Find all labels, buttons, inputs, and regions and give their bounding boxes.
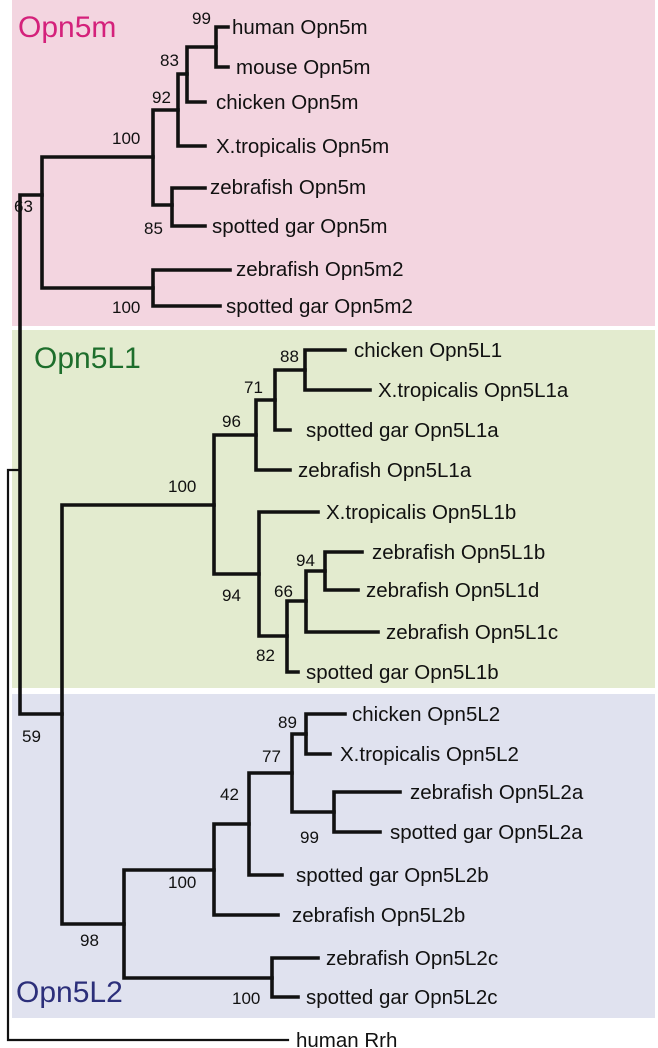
bootstrap-value: 100 [168,873,196,892]
leaf-label: zebrafish Opn5L1a [298,459,472,482]
bootstrap-values: 99 83 92 100 85 100 63 88 71 96 100 94 6… [14,9,319,1008]
bootstrap-value: 89 [278,713,297,732]
leaf-label: spotted gar Opn5L2a [390,821,583,844]
bootstrap-value: 71 [244,378,263,397]
opn5l2-clade-label: Opn5L2 [16,976,123,1009]
bootstrap-value: 100 [232,989,260,1008]
bootstrap-value: 94 [296,551,315,570]
bootstrap-value: 77 [262,747,281,766]
leaf-label: spotted gar Opn5L2c [306,986,497,1009]
branch-fish-opn5m [170,186,207,228]
leaf-label: zebrafish Opn5L2a [410,781,584,804]
leaf-label: zebrafish Opn5L1c [386,621,558,644]
bootstrap-value: 100 [112,298,140,317]
branch-root [6,468,290,1042]
bootstrap-value: 99 [192,9,211,28]
leaf-label: chicken Opn5L2 [352,703,500,726]
opn5m-clade-background [12,0,655,326]
branch-opn5m-all [40,155,155,290]
leaf-label: zebrafish Opn5m2 [236,258,404,281]
bootstrap-value: 85 [144,219,163,238]
leaf-label: X.tropicalis Opn5L1a [378,379,569,402]
leaf-label: spotted gar Opn5L1b [306,661,499,684]
leaf-label: spotted gar Opn5m2 [226,295,413,318]
opn5l1-clade-label: Opn5L1 [34,342,141,375]
leaf-label: chicken Opn5L1 [354,339,502,362]
leaf-label: zebrafish Opn5L1b [372,541,545,564]
leaf-label: X.tropicalis Opn5m [216,135,389,158]
leaf-label: zebrafish Opn5m [210,176,366,199]
opn5m-clade-label: Opn5m [18,11,116,44]
bootstrap-value: 66 [274,582,293,601]
opn5l2-clade-background [12,694,655,1018]
bootstrap-value: 100 [168,477,196,496]
leaf-label: human Rrh [296,1029,397,1048]
bootstrap-value: 98 [80,931,99,950]
leaf-label: spotted gar Opn5L1a [306,419,499,442]
leaf-labels: human Opn5m mouse Opn5m chicken Opn5m X.… [210,16,584,1048]
bootstrap-value: 42 [220,785,239,804]
bootstrap-value: 96 [222,412,241,431]
tree-branches [6,25,402,1042]
bootstrap-value: 100 [112,129,140,148]
leaf-label: zebrafish Opn5L1d [366,579,539,602]
branch-opn5-all [18,193,64,716]
bootstrap-value: 92 [152,88,171,107]
leaf-label: X.tropicalis Opn5L1b [326,501,516,524]
leaf-label: zebrafish Opn5L2c [326,947,498,970]
leaf-label: zebrafish Opn5L2b [292,904,465,927]
bootstrap-value: 82 [256,646,275,665]
leaf-label: X.tropicalis Opn5L2 [340,743,519,766]
bootstrap-value: 88 [280,347,299,366]
bootstrap-value: 59 [22,727,41,746]
bootstrap-value: 83 [160,51,179,70]
leaf-label: mouse Opn5m [236,56,370,79]
leaf-label: spotted gar Opn5L2b [296,864,489,887]
bootstrap-value: 99 [300,828,319,847]
leaf-label: chicken Opn5m [216,91,358,114]
leaf-label: human Opn5m [232,16,368,39]
bootstrap-value: 94 [222,586,241,605]
leaf-label: spotted gar Opn5m [212,215,388,238]
bootstrap-value: 63 [14,197,33,216]
